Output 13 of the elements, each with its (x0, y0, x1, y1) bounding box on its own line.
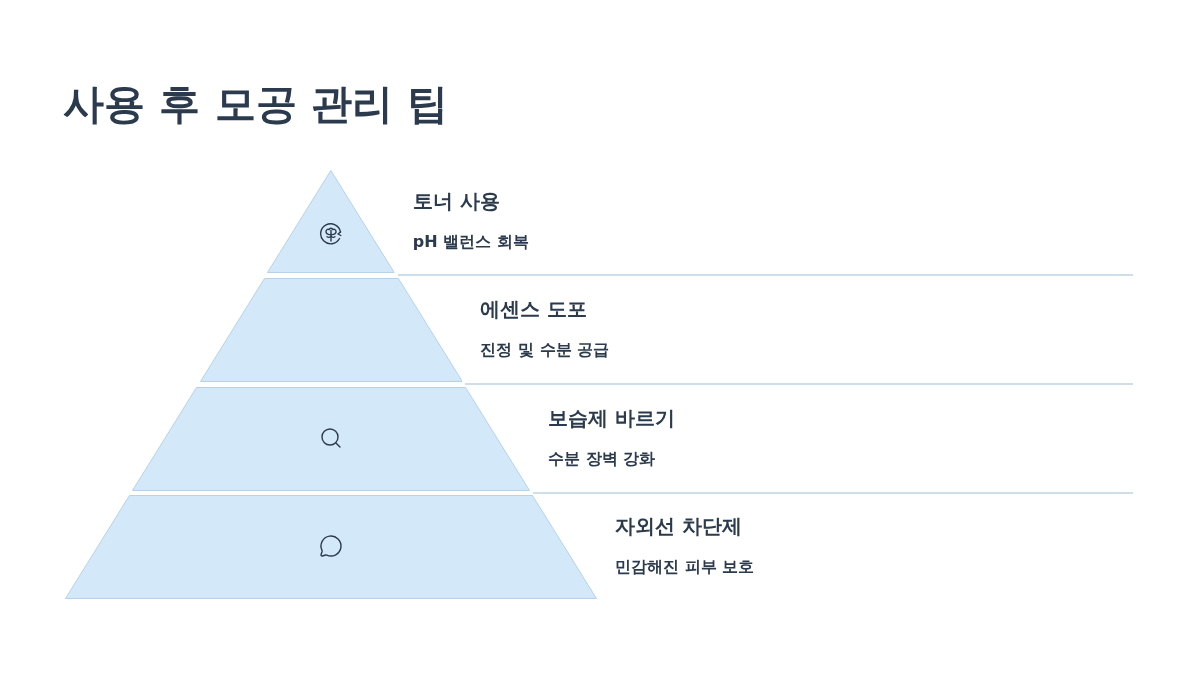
step-heading: 자외선 차단제 (614, 513, 742, 540)
step-heading: 보습제 바르기 (548, 405, 675, 432)
pyramid-tier (267, 170, 395, 273)
pyramid-tier (65, 495, 597, 599)
step-description: 진정 및 수분 공급 (480, 339, 610, 361)
title: 사용 후 모공 관리 팁 (63, 79, 449, 130)
step-description: 수분 장벽 강화 (548, 448, 656, 470)
step-heading: 에센스 도포 (480, 296, 588, 323)
step-description: pH 밸런스 회복 (412, 231, 529, 253)
pyramid-tier (131, 387, 530, 491)
pyramid-tier (199, 278, 463, 382)
step-heading: 토너 사용 (412, 188, 500, 215)
step-description: 민감해진 피부 보호 (614, 556, 755, 578)
